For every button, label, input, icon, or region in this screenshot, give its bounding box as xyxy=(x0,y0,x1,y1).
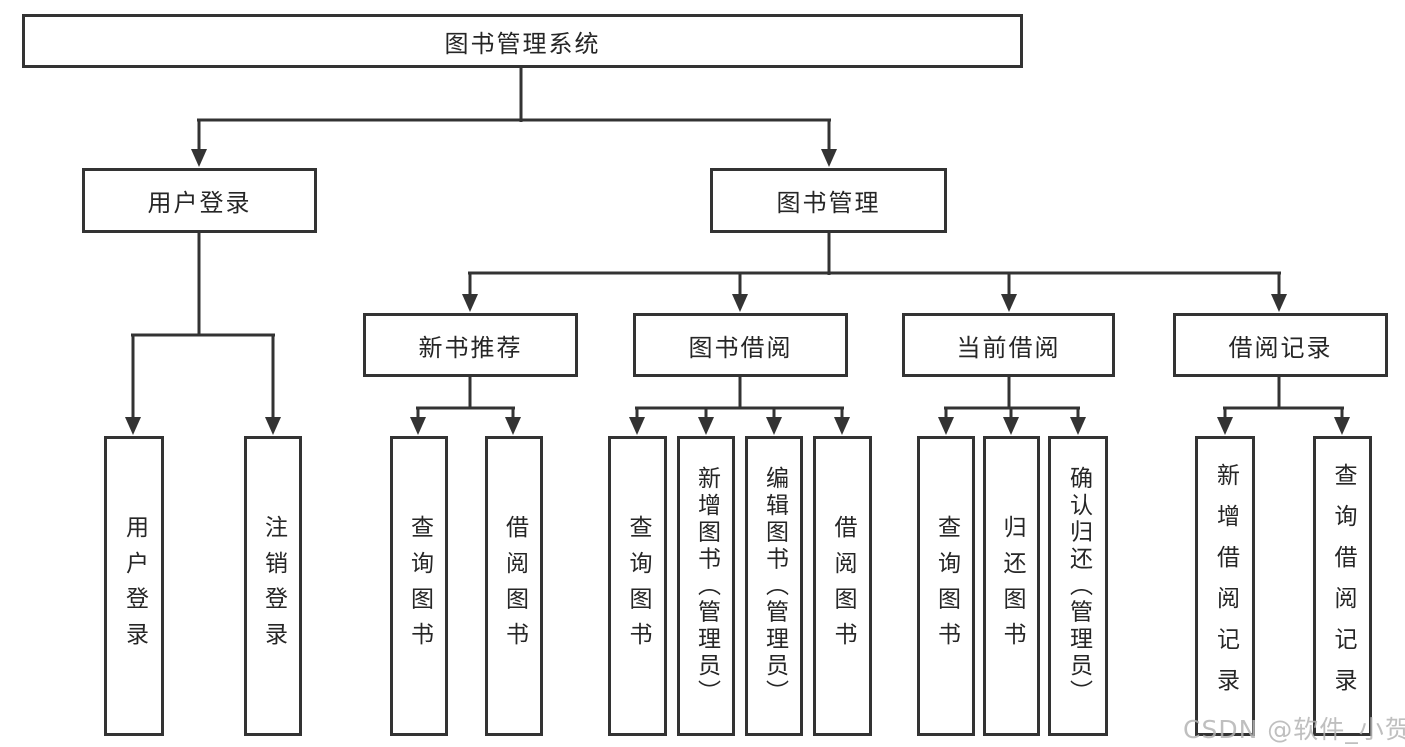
leaf-query-book-current: 查询图书 xyxy=(917,436,975,736)
node-new-book-recommendation: 新书推荐 xyxy=(363,313,578,377)
node-book-borrowing: 图书借阅 xyxy=(633,313,848,377)
node-library-system: 图书管理系统 xyxy=(22,14,1023,68)
leaf-borrow-book-borrowing: 借阅图书 xyxy=(813,436,872,736)
leaf-query-book-recommend: 查询图书 xyxy=(390,436,448,736)
leaf-add-book-admin: 新增图书（管理员） xyxy=(677,436,735,736)
leaf-edit-book-admin: 编辑图书（管理员） xyxy=(745,436,803,736)
leaf-add-borrow-record: 新增借阅记录 xyxy=(1195,436,1255,736)
leaf-confirm-return-admin: 确认归还（管理员） xyxy=(1048,436,1108,736)
leaf-return-book: 归还图书 xyxy=(983,436,1040,736)
node-user-login: 用户登录 xyxy=(82,168,317,233)
leaf-query-borrow-record: 查询借阅记录 xyxy=(1313,436,1372,736)
node-current-borrowing: 当前借阅 xyxy=(902,313,1115,377)
leaf-borrow-book-recommend: 借阅图书 xyxy=(485,436,543,736)
leaf-logout: 注销登录 xyxy=(244,436,302,736)
csdn-watermark: CSDN @软件_小贺同学 xyxy=(1183,715,1405,744)
node-borrowing-records: 借阅记录 xyxy=(1173,313,1388,377)
leaf-query-book-borrowing: 查询图书 xyxy=(608,436,667,736)
node-book-management: 图书管理 xyxy=(710,168,947,233)
leaf-user-login: 用户登录 xyxy=(104,436,164,736)
